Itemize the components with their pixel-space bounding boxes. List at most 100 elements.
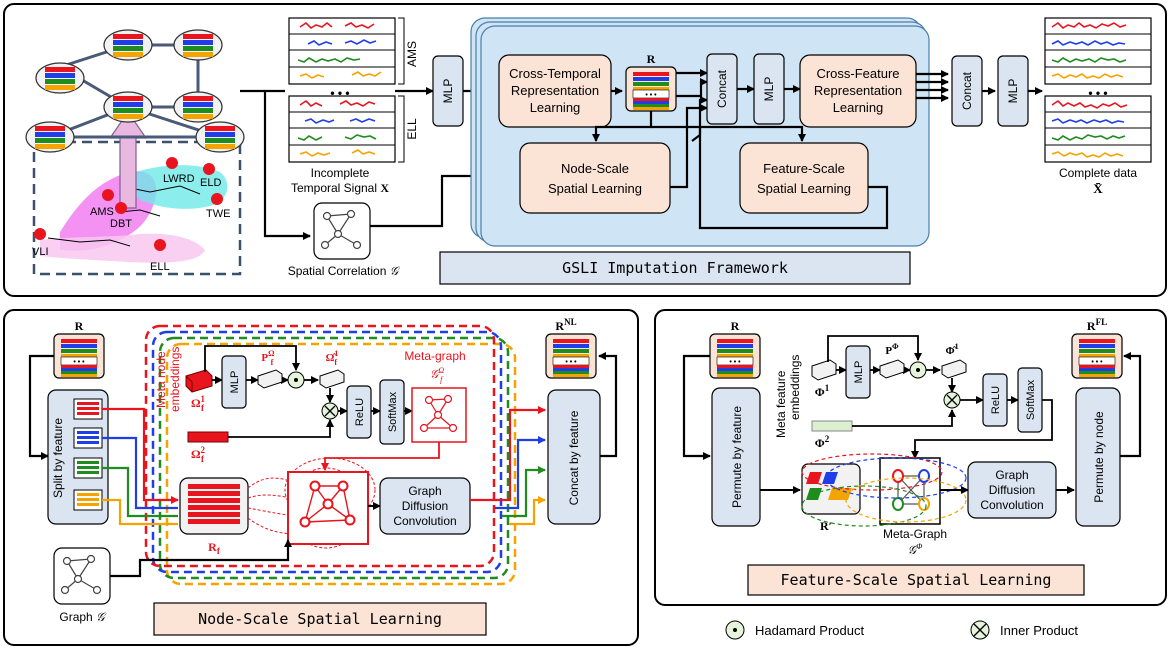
ell-signal-stack: ELL [288, 95, 419, 163]
meta-feat-label-2: embeddings [788, 355, 802, 420]
feature-panel-title: Feature-Scale Spatial Learning [781, 571, 1052, 589]
city-eld: ELD [200, 177, 221, 189]
split-chunks [73, 398, 103, 511]
complete-caption: Complete data [1059, 166, 1137, 180]
feature-softmax-label: SoftMax [1025, 379, 1037, 420]
feature-panel-title-box [747, 564, 1085, 596]
concat-by-feature-label: Concat by feature [567, 410, 581, 505]
p-omega-vector [257, 369, 283, 389]
feature-softmax-block [1017, 367, 1043, 433]
r-prime-label: R′ [820, 519, 832, 533]
meta-node-label-1: Meta node [154, 351, 168, 408]
city-ams: AMS [90, 206, 114, 218]
feature-r-label: R [731, 319, 740, 333]
framework-title-box [439, 251, 911, 285]
spatial-corr-caption: Spatial Correlation 𝒢 [288, 264, 401, 278]
feature-dashed-frames [144, 324, 517, 586]
group-label-ams: AMS [405, 41, 419, 67]
concat-block-top-2 [951, 55, 983, 127]
node-relu-label: ReLU [354, 398, 366, 426]
feature-relu-block [982, 373, 1008, 427]
permute-feature-block [711, 387, 761, 527]
node-r-stack [60, 339, 98, 377]
complete-signal-stack [1044, 17, 1152, 85]
mlp-label-1: MLP [441, 79, 455, 104]
omega2-embedding [187, 431, 229, 443]
phi2-label: Φ2 [815, 434, 830, 450]
mlp-label-2: MLP [762, 77, 776, 102]
meta-graph-label: Meta-graph [404, 349, 465, 363]
central-graph [287, 471, 369, 545]
node-relu-block [346, 385, 372, 439]
incomplete-caption-1: Incomplete [311, 166, 370, 180]
city-ell: ELL [150, 261, 170, 273]
permute-node-label: Permute by node [1092, 411, 1106, 503]
complete-symbol: X̄ [1093, 181, 1103, 196]
meta-graph-box [411, 387, 467, 443]
mlp-block-3 [997, 55, 1029, 127]
node-gdc-label-1: Graph [408, 484, 441, 498]
node-panel-title-box [153, 602, 487, 636]
sensor-graph [25, 29, 245, 153]
feature-mlp-label: MLP [853, 361, 865, 384]
r-fl-dots: • • • [1091, 359, 1103, 366]
node-inner-product-op [321, 402, 339, 420]
node-scale-block [519, 142, 671, 214]
meta-feat-label-1: Meta feature [774, 370, 788, 438]
cross-temporal-label-3: Learning [530, 100, 581, 115]
feature-gdc-label-3: Convolution [980, 498, 1043, 512]
node-r-dots: • • • [73, 359, 85, 366]
cross-feature-label-3: Learning [833, 100, 884, 115]
incomplete-caption-2: Temporal Signal X [291, 181, 389, 195]
phi-hat-label: Φ̂1 [945, 342, 958, 357]
feature-scale-block [739, 142, 869, 214]
node-mlp-label: MLP [229, 371, 241, 394]
ams-signal-stack: AMS [288, 17, 419, 85]
feature-meta-graph-symbol: 𝒢Φ [908, 542, 923, 557]
omega1-embedding [185, 369, 213, 393]
p-phi-label: PΦ [885, 342, 899, 357]
node-softmax-label: SoftMax [387, 391, 399, 432]
node-softmax-block [379, 379, 405, 445]
city-vli: VLI [32, 246, 49, 258]
phi1-embedding [811, 359, 837, 381]
feature-r-dots: • • • [729, 359, 741, 366]
concat-label-top-1: Concat [715, 69, 729, 108]
city-pins [34, 157, 223, 251]
mlp-label-3: MLP [1006, 79, 1020, 104]
city-lwrd: LWRD [163, 173, 195, 185]
node-r-label: R [75, 319, 84, 333]
phi2-embedding [811, 420, 853, 432]
cross-feature-label-2: Representation [814, 83, 902, 98]
concat-label-top-2: Concat [960, 71, 974, 110]
legend-inner [970, 620, 990, 640]
node-panel-title: Node-Scale Spatial Learning [198, 610, 442, 628]
spatial-correlation-graph [313, 202, 371, 260]
feature-r-stack [716, 339, 754, 377]
node-gdc-block [379, 477, 471, 535]
permute-feature-label: Permute by feature [730, 406, 744, 508]
r-nl-stack [552, 339, 590, 377]
city-twe: TWE [206, 208, 230, 220]
feature-hadamard-op [909, 361, 927, 379]
graph-caption: Graph 𝒢 [59, 610, 107, 624]
r-fl-label: RFL [1087, 317, 1107, 333]
feature-scale-label-1: Feature-Scale [763, 161, 845, 176]
split-by-feature-label: Split by feature [51, 418, 65, 498]
rf-stack [188, 484, 240, 524]
meta-node-label-2: embeddings [168, 347, 182, 412]
omega-hat-vector [319, 369, 345, 389]
legend-hadamard-label: Hadamard Product [755, 623, 864, 638]
feature-gdc-label-2: Diffusion [989, 483, 1035, 497]
node-scale-label-1: Node-Scale [561, 161, 629, 176]
phi-hat-vector [941, 359, 967, 379]
r-nl-label: RNL [555, 317, 576, 333]
r-dots-top: • • • [645, 92, 657, 99]
cross-temporal-label-2: Representation [511, 83, 599, 98]
phi1-label: Φ1 [815, 383, 830, 399]
feature-mlp-block [845, 345, 871, 399]
node-scale-label-2: Spatial Learning [548, 181, 642, 196]
